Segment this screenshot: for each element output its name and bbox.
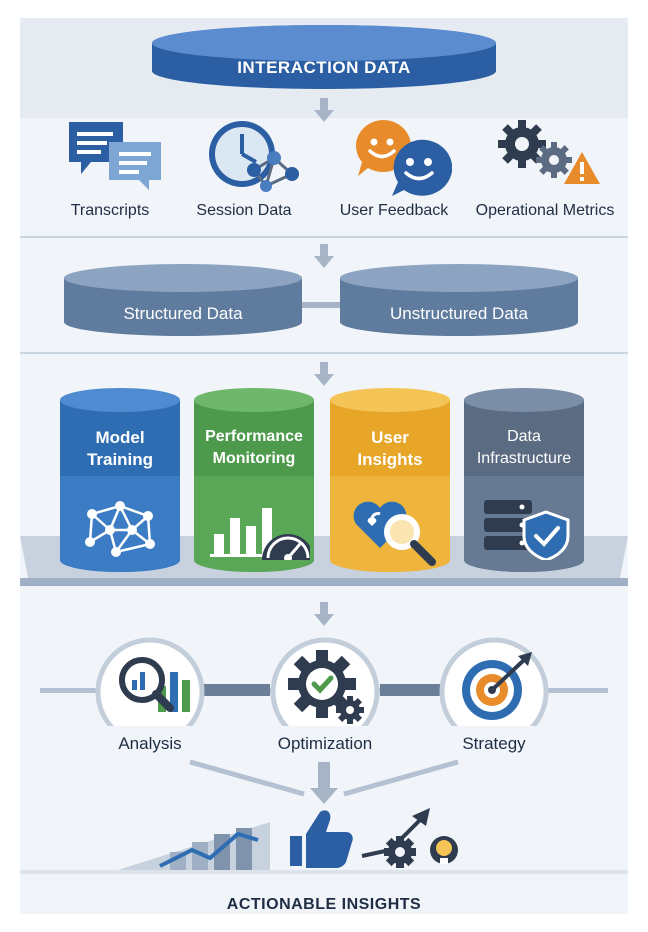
chat-bubbles-icon	[69, 122, 161, 190]
pillar-platform	[20, 388, 628, 586]
outcome-label-optimization: Optimization	[277, 734, 373, 753]
insights-illustration	[20, 808, 628, 874]
heart-magnifier-icon	[353, 501, 436, 566]
clock-network-icon	[209, 121, 299, 192]
data-type-cylinders	[64, 264, 578, 336]
unstructured-data-label: Unstructured Data	[390, 304, 528, 323]
section-divider	[20, 236, 628, 238]
source-label-transcripts: Transcripts	[70, 202, 150, 219]
pillar-title-performance: Performance	[205, 428, 303, 445]
down-arrow-icon	[314, 98, 334, 122]
pillar-title-monitoring: Monitoring	[212, 450, 296, 467]
smiley-faces-icon	[356, 119, 452, 196]
down-arrow-icon	[314, 362, 334, 386]
gear-check-icon	[288, 650, 364, 724]
magnifier-chart-icon	[119, 657, 190, 712]
pillar-title-data: Data	[507, 428, 541, 445]
bar-chart-gauge-icon	[210, 508, 310, 560]
pillar-title-infrastructure: Infrastructure	[476, 450, 572, 467]
down-arrow-icon	[314, 244, 334, 268]
gears-warning-icon	[498, 120, 600, 184]
structured-data-label: Structured Data	[123, 304, 243, 323]
target-arrow-icon	[462, 652, 532, 720]
neural-network-icon	[85, 501, 155, 557]
converging-arrows	[189, 759, 459, 804]
header-title: INTERACTION DATA	[237, 58, 411, 77]
pillar-title-user: User	[371, 428, 409, 447]
pillar-title-insights: Insights	[357, 450, 423, 469]
source-label-operational-metrics: Operational Metrics	[475, 202, 615, 219]
footer-title: ACTIONABLE INSIGHTS	[226, 896, 422, 913]
pillar-title-training: Training	[86, 450, 154, 469]
section-divider	[20, 352, 628, 354]
down-arrow-icon	[314, 602, 334, 626]
server-shield-icon	[484, 500, 570, 560]
outcome-label-strategy: Strategy	[462, 734, 526, 753]
source-label-session-data: Session Data	[196, 202, 292, 219]
pillar-title-model: Model	[95, 428, 145, 447]
diagram-canvas: INTERACTION DATA Transcripts Session Dat…	[20, 18, 628, 914]
source-label-user-feedback: User Feedback	[339, 202, 449, 219]
outcome-label-analysis: Analysis	[118, 734, 182, 753]
